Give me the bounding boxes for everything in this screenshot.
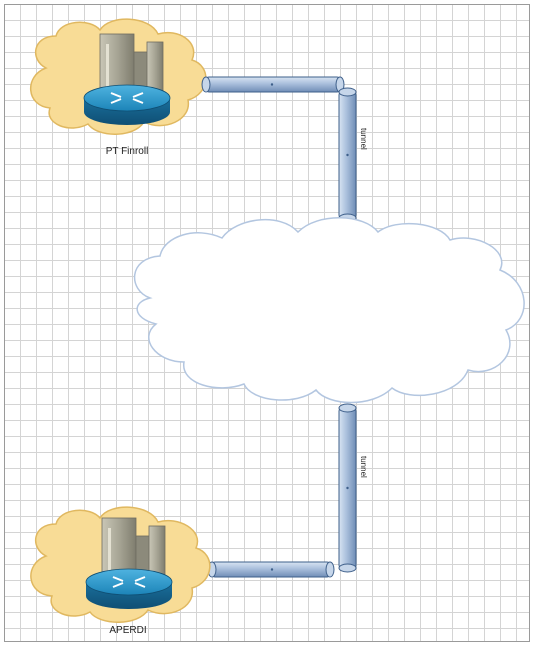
site-label-bottom: APERDI <box>109 625 146 636</box>
pipe-horizontal-top <box>201 76 345 93</box>
site-label-top: PT Finroll <box>106 146 149 157</box>
tunnel-label-bottom: tunnel <box>359 456 368 478</box>
tunnel-label-top: tunnel <box>359 128 368 150</box>
router-icon-bottom <box>85 568 173 609</box>
pipe-vertical-top <box>338 87 357 223</box>
router-icon-top <box>83 84 171 125</box>
pipe-horizontal-bottom <box>207 561 335 578</box>
internet-cloud <box>134 217 525 404</box>
pipe-vertical-bottom <box>338 403 357 573</box>
